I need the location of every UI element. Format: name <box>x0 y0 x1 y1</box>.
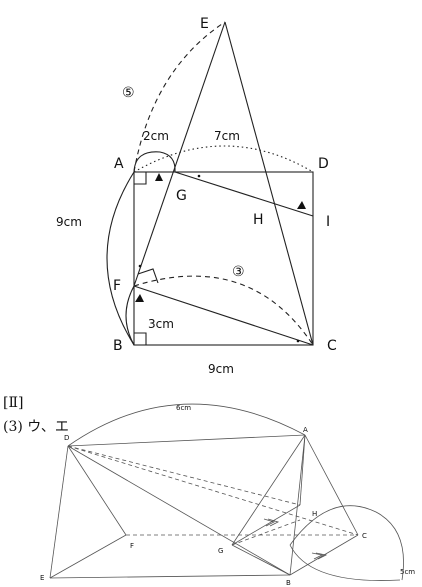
arc-3cm <box>125 285 135 346</box>
angle-mark-g <box>155 173 163 181</box>
label-circle-5: ⑤ <box>122 85 135 101</box>
label-b: B <box>113 338 123 354</box>
arc-2cm <box>133 151 176 173</box>
arc-a-to-b <box>106 171 135 346</box>
label-f: F <box>113 278 121 294</box>
label-7cm: 7cm <box>214 129 240 143</box>
edge-e-d <box>49 445 69 579</box>
edge-d-f <box>67 445 127 536</box>
label-c2: C <box>362 532 367 540</box>
label-c: C <box>327 338 337 354</box>
label-2cm: 2cm <box>143 129 169 143</box>
square-abcd <box>133 171 314 346</box>
arc-6cm <box>67 403 306 447</box>
edge-a-h <box>299 434 306 506</box>
edge-g-b <box>231 544 291 576</box>
label-6cm: 6cm <box>176 404 191 412</box>
arrow-1b <box>267 518 280 527</box>
arc-f-to-c <box>133 275 314 346</box>
label-a: A <box>114 156 124 172</box>
label-h2: H <box>312 510 317 518</box>
dot-f <box>138 264 142 268</box>
label-a2: A <box>303 426 308 434</box>
label-b2: B <box>286 579 291 587</box>
line-gi <box>174 171 314 217</box>
label-e: E <box>200 16 209 32</box>
edge-h-g <box>231 504 301 546</box>
line-fe <box>133 21 226 287</box>
edge-g-h-dash <box>231 519 301 546</box>
dot-g <box>197 174 201 178</box>
arrow-2b <box>315 552 328 560</box>
edge-d-b <box>67 445 291 576</box>
angle-mark-i <box>297 201 306 209</box>
arc-5cm-lower <box>289 544 401 581</box>
label-9cm-bottom: 9cm <box>208 362 234 376</box>
arrow-1 <box>263 518 276 527</box>
label-d: D <box>318 156 329 172</box>
right-angle-a <box>134 172 147 185</box>
edge-d-h <box>67 445 301 506</box>
edge-f-e <box>49 534 127 579</box>
edge-d-c <box>67 445 359 536</box>
edge-a-g <box>231 434 306 546</box>
right-angle-f <box>137 268 159 284</box>
label-g2: G <box>218 547 223 555</box>
edge-a-c <box>304 434 359 536</box>
label-3cm: 3cm <box>148 317 174 331</box>
edge-a-b <box>289 434 306 576</box>
label-9cm-left: 9cm <box>56 215 82 229</box>
figure-2-dashed-edges <box>67 445 359 546</box>
label-d2: D <box>64 434 69 442</box>
line-fc <box>133 285 314 346</box>
question-item: (3) ウ、エ <box>3 419 69 435</box>
angle-mark-f <box>135 294 144 302</box>
label-5cm: 5cm <box>400 568 415 576</box>
arrow-2 <box>311 552 324 560</box>
right-angle-b <box>134 332 147 345</box>
parallel-arrows <box>263 518 328 560</box>
label-f2: F <box>130 542 134 550</box>
label-e2: E <box>40 574 44 582</box>
arc-a-to-d <box>133 145 314 173</box>
label-g: G <box>176 188 187 204</box>
arc-a-to-e <box>133 21 226 173</box>
label-i: I <box>326 214 330 230</box>
label-circle-3: ③ <box>232 264 245 280</box>
figure-1-folding-square <box>106 21 314 346</box>
dot-c <box>296 339 300 343</box>
arc-5cm <box>289 505 404 581</box>
edge-b-e <box>49 574 291 579</box>
figure-2-prism <box>49 403 404 581</box>
label-h: H <box>253 212 264 228</box>
edge-d-a <box>67 434 306 447</box>
line-ec <box>224 21 314 346</box>
section-heading: [Ⅱ] <box>3 395 23 411</box>
